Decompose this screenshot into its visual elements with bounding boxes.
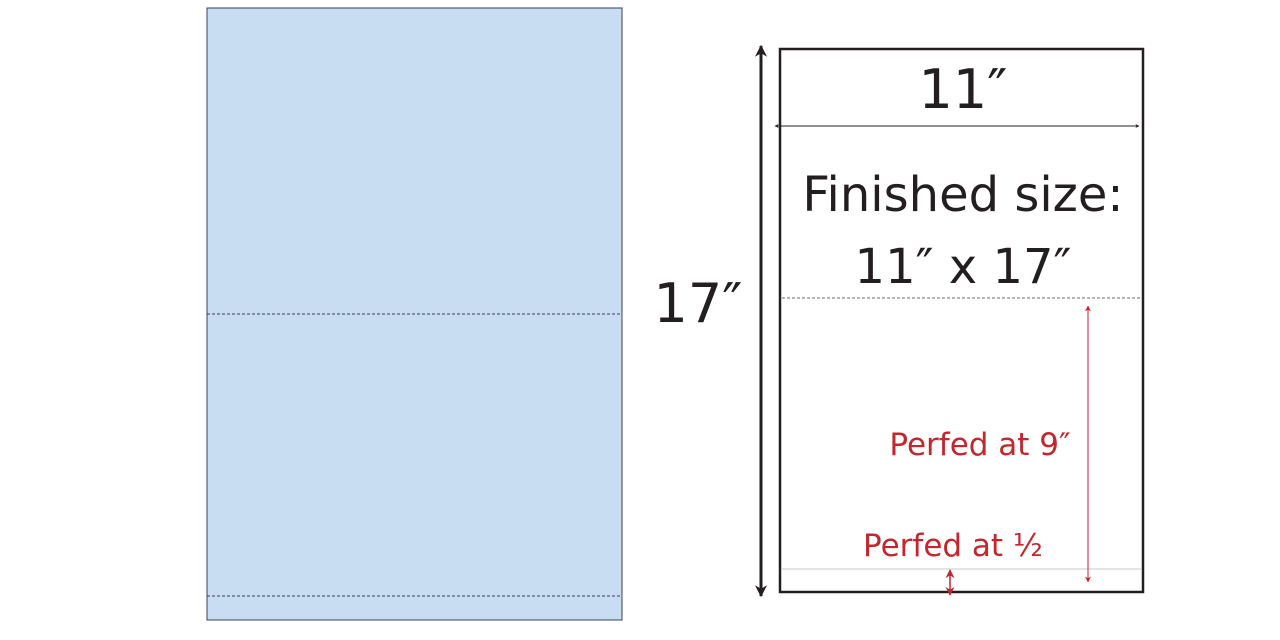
height-label: 17″	[654, 272, 743, 335]
finished-size-value: 11″ x 17″	[855, 239, 1072, 295]
right-sheet-diagram: 11″ 17″ Finished size: 11″ x 17″ Perfed …	[654, 44, 1145, 598]
perf-9-label: Perfed at 9″	[889, 427, 1070, 463]
left-sheet-preview	[206, 7, 623, 621]
outlined-sheet	[778, 47, 1145, 594]
width-label: 11″	[919, 58, 1008, 121]
finished-size-label: Finished size:	[802, 167, 1123, 223]
perf-half-label: Perfed at ½	[863, 528, 1043, 564]
